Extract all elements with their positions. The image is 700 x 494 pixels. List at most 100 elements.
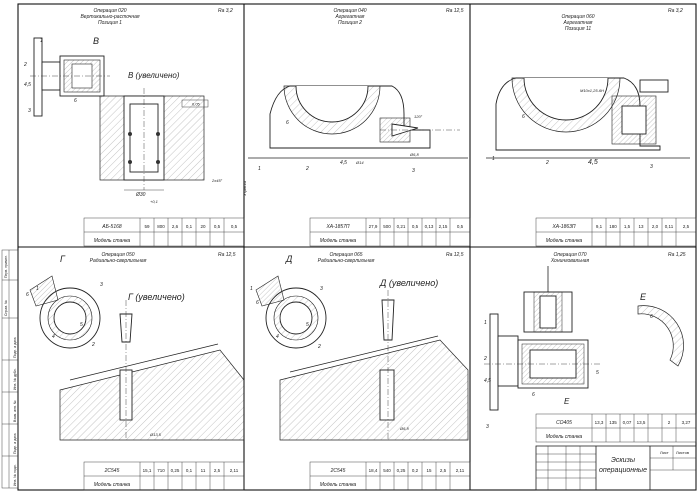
svg-text:20: 20 bbox=[200, 224, 206, 229]
svg-text:18,4: 18,4 bbox=[369, 468, 378, 473]
op5-row-label: Модель станка bbox=[320, 482, 357, 488]
op4-row-label: Модель станка bbox=[94, 482, 131, 488]
op2-roughness: Ra 12,5 bbox=[446, 8, 464, 14]
op6-table: СО405 Модель станка 13,3 135 0,07 13,5 2… bbox=[535, 413, 697, 443]
svg-text:0,07: 0,07 bbox=[623, 420, 632, 425]
title-line1: Эскизы bbox=[611, 457, 636, 464]
svg-text:0,5: 0,5 bbox=[412, 224, 419, 229]
op1-position: Позиция 1 bbox=[98, 20, 122, 26]
op6-row-label: Модель станка bbox=[546, 434, 583, 440]
svg-text:6: 6 bbox=[256, 300, 259, 306]
op4-sketch: Операция 050 Радиально-сверлильная Ra 12… bbox=[26, 252, 245, 441]
sheets-label: Листов bbox=[676, 450, 689, 455]
svg-text:2: 2 bbox=[545, 160, 549, 166]
svg-text:3: 3 bbox=[100, 282, 103, 288]
stamp-2: Справ. № bbox=[4, 300, 8, 316]
op5-roughness: Ra 12,5 bbox=[446, 252, 464, 258]
op6-header: Операция 070 bbox=[553, 252, 586, 258]
op5-dim: Ø6,8 bbox=[399, 426, 409, 431]
op5-table: 2С545 Модель станка 18,4 540 0,25 0,2 15… bbox=[309, 461, 471, 491]
svg-text:3: 3 bbox=[320, 286, 323, 292]
op1-header: Операция 020 bbox=[93, 8, 126, 14]
op1-dim3: 2x45° bbox=[211, 178, 223, 183]
op3-header: Операция 060 bbox=[561, 14, 594, 20]
op2-angle: 120° bbox=[414, 114, 423, 119]
op3-dim: М10х1,25-6Н bbox=[580, 88, 604, 93]
svg-text:800: 800 bbox=[157, 224, 165, 229]
op1-row-label: Модель станка bbox=[94, 238, 131, 244]
svg-text:2: 2 bbox=[91, 342, 95, 348]
op3-roughness: Ra 3,2 bbox=[668, 8, 683, 14]
op4-machine: 2С545 bbox=[104, 468, 120, 474]
svg-text:1: 1 bbox=[250, 286, 253, 292]
svg-text:3: 3 bbox=[486, 424, 489, 430]
svg-text:9,1: 9,1 bbox=[596, 224, 603, 229]
op1-dim1: 0,05 bbox=[192, 102, 201, 107]
svg-text:2,6: 2,6 bbox=[172, 224, 179, 229]
svg-text:180: 180 bbox=[609, 224, 617, 229]
svg-text:11: 11 bbox=[201, 468, 206, 473]
svg-text:0,25: 0,25 bbox=[171, 468, 180, 473]
op1-dim-dia-tol: +0,1 bbox=[150, 199, 158, 204]
op4-table: 2С545 Модель станка 15,1 710 0,25 0,1 11… bbox=[83, 461, 245, 491]
op3-position: Позиция 11 bbox=[565, 26, 592, 32]
svg-text:1: 1 bbox=[258, 166, 261, 172]
title-block: Эскизы операционные Лист Листов bbox=[535, 445, 697, 491]
svg-text:5: 5 bbox=[80, 322, 83, 328]
svg-text:15,1: 15,1 bbox=[143, 468, 152, 473]
op2-header: Операция 040 bbox=[333, 8, 366, 14]
svg-text:0,1: 0,1 bbox=[186, 224, 193, 229]
op2-dim: Ø14 bbox=[355, 160, 364, 165]
svg-text:540: 540 bbox=[383, 468, 391, 473]
svg-text:2,5: 2,5 bbox=[440, 468, 447, 473]
svg-text:4,5: 4,5 bbox=[588, 159, 598, 166]
svg-text:710: 710 bbox=[157, 468, 165, 473]
stamp-1: Перв. примен. bbox=[4, 255, 8, 278]
svg-text:2,5: 2,5 bbox=[683, 224, 690, 229]
op1-sketch: Операция 020 Вертикально-расточная Позиц… bbox=[23, 8, 247, 204]
svg-text:59: 59 bbox=[144, 224, 150, 229]
title-line2: операционные bbox=[599, 467, 647, 474]
op4-header: Операция 050 bbox=[101, 252, 134, 258]
sheet-label: Лист bbox=[660, 450, 669, 455]
svg-text:Е: Е bbox=[564, 397, 570, 406]
op1-view-note: В (увеличено) bbox=[128, 71, 180, 80]
op6-dim: 6 bbox=[650, 314, 653, 320]
op1-dim2: 3 фаски bbox=[242, 180, 247, 196]
svg-text:5: 5 bbox=[306, 322, 309, 328]
svg-text:4,5: 4,5 bbox=[340, 160, 347, 166]
svg-text:2,11: 2,11 bbox=[456, 468, 465, 473]
op5-machine: 2С545 bbox=[330, 468, 346, 474]
op4-dim: Ø13,5 bbox=[149, 432, 162, 437]
op3-row-label: Модель станка bbox=[546, 238, 583, 244]
op5-sketch: Операция 065 Радиально-сверлильная Ra 12… bbox=[250, 252, 469, 441]
svg-text:2: 2 bbox=[668, 420, 671, 425]
svg-text:6: 6 bbox=[26, 292, 29, 298]
op4-roughness: Ra 12,5 bbox=[218, 252, 236, 258]
svg-text:3,27: 3,27 bbox=[682, 420, 691, 425]
svg-text:4: 4 bbox=[276, 334, 279, 340]
op2-sketch: Операция 040 Агрегатная Позиция 2 Ra 12,… bbox=[248, 8, 468, 174]
op3-machine: ХА-1863П bbox=[551, 224, 575, 230]
op3-table: ХА-1863П Модель станка 9,1 180 1,5 13 2,… bbox=[535, 217, 697, 247]
op2-machine: ХА-1857П bbox=[325, 224, 349, 230]
svg-text:2,5: 2,5 bbox=[214, 468, 221, 473]
svg-text:1: 1 bbox=[484, 320, 487, 326]
svg-text:2: 2 bbox=[317, 344, 321, 350]
op1-dim-dia: Ø30 bbox=[135, 192, 146, 198]
op2-position: Позиция 2 bbox=[338, 20, 362, 26]
svg-text:0,1: 0,1 bbox=[186, 468, 193, 473]
svg-text:15: 15 bbox=[426, 468, 432, 473]
op4-subheader: Радиально-сверлильная bbox=[90, 258, 147, 264]
op3-sketch: Операция 060 Агрегатная Позиция 11 Ra 3,… bbox=[486, 8, 690, 170]
op2-subheader: Агрегатная bbox=[335, 14, 365, 20]
op6-roughness: Ra 1,25 bbox=[668, 252, 686, 258]
svg-text:0,5: 0,5 bbox=[457, 224, 464, 229]
op1-machine: АБ-5168 bbox=[101, 224, 122, 230]
stamp-6: Подп. и дата bbox=[13, 433, 17, 454]
svg-text:500: 500 bbox=[383, 224, 391, 229]
op1-subheader: Вертикально-расточная bbox=[80, 14, 139, 20]
stamp-5: Взам. инв. № bbox=[13, 400, 17, 422]
svg-text:27,9: 27,9 bbox=[369, 224, 378, 229]
svg-text:4,5: 4,5 bbox=[24, 82, 31, 88]
